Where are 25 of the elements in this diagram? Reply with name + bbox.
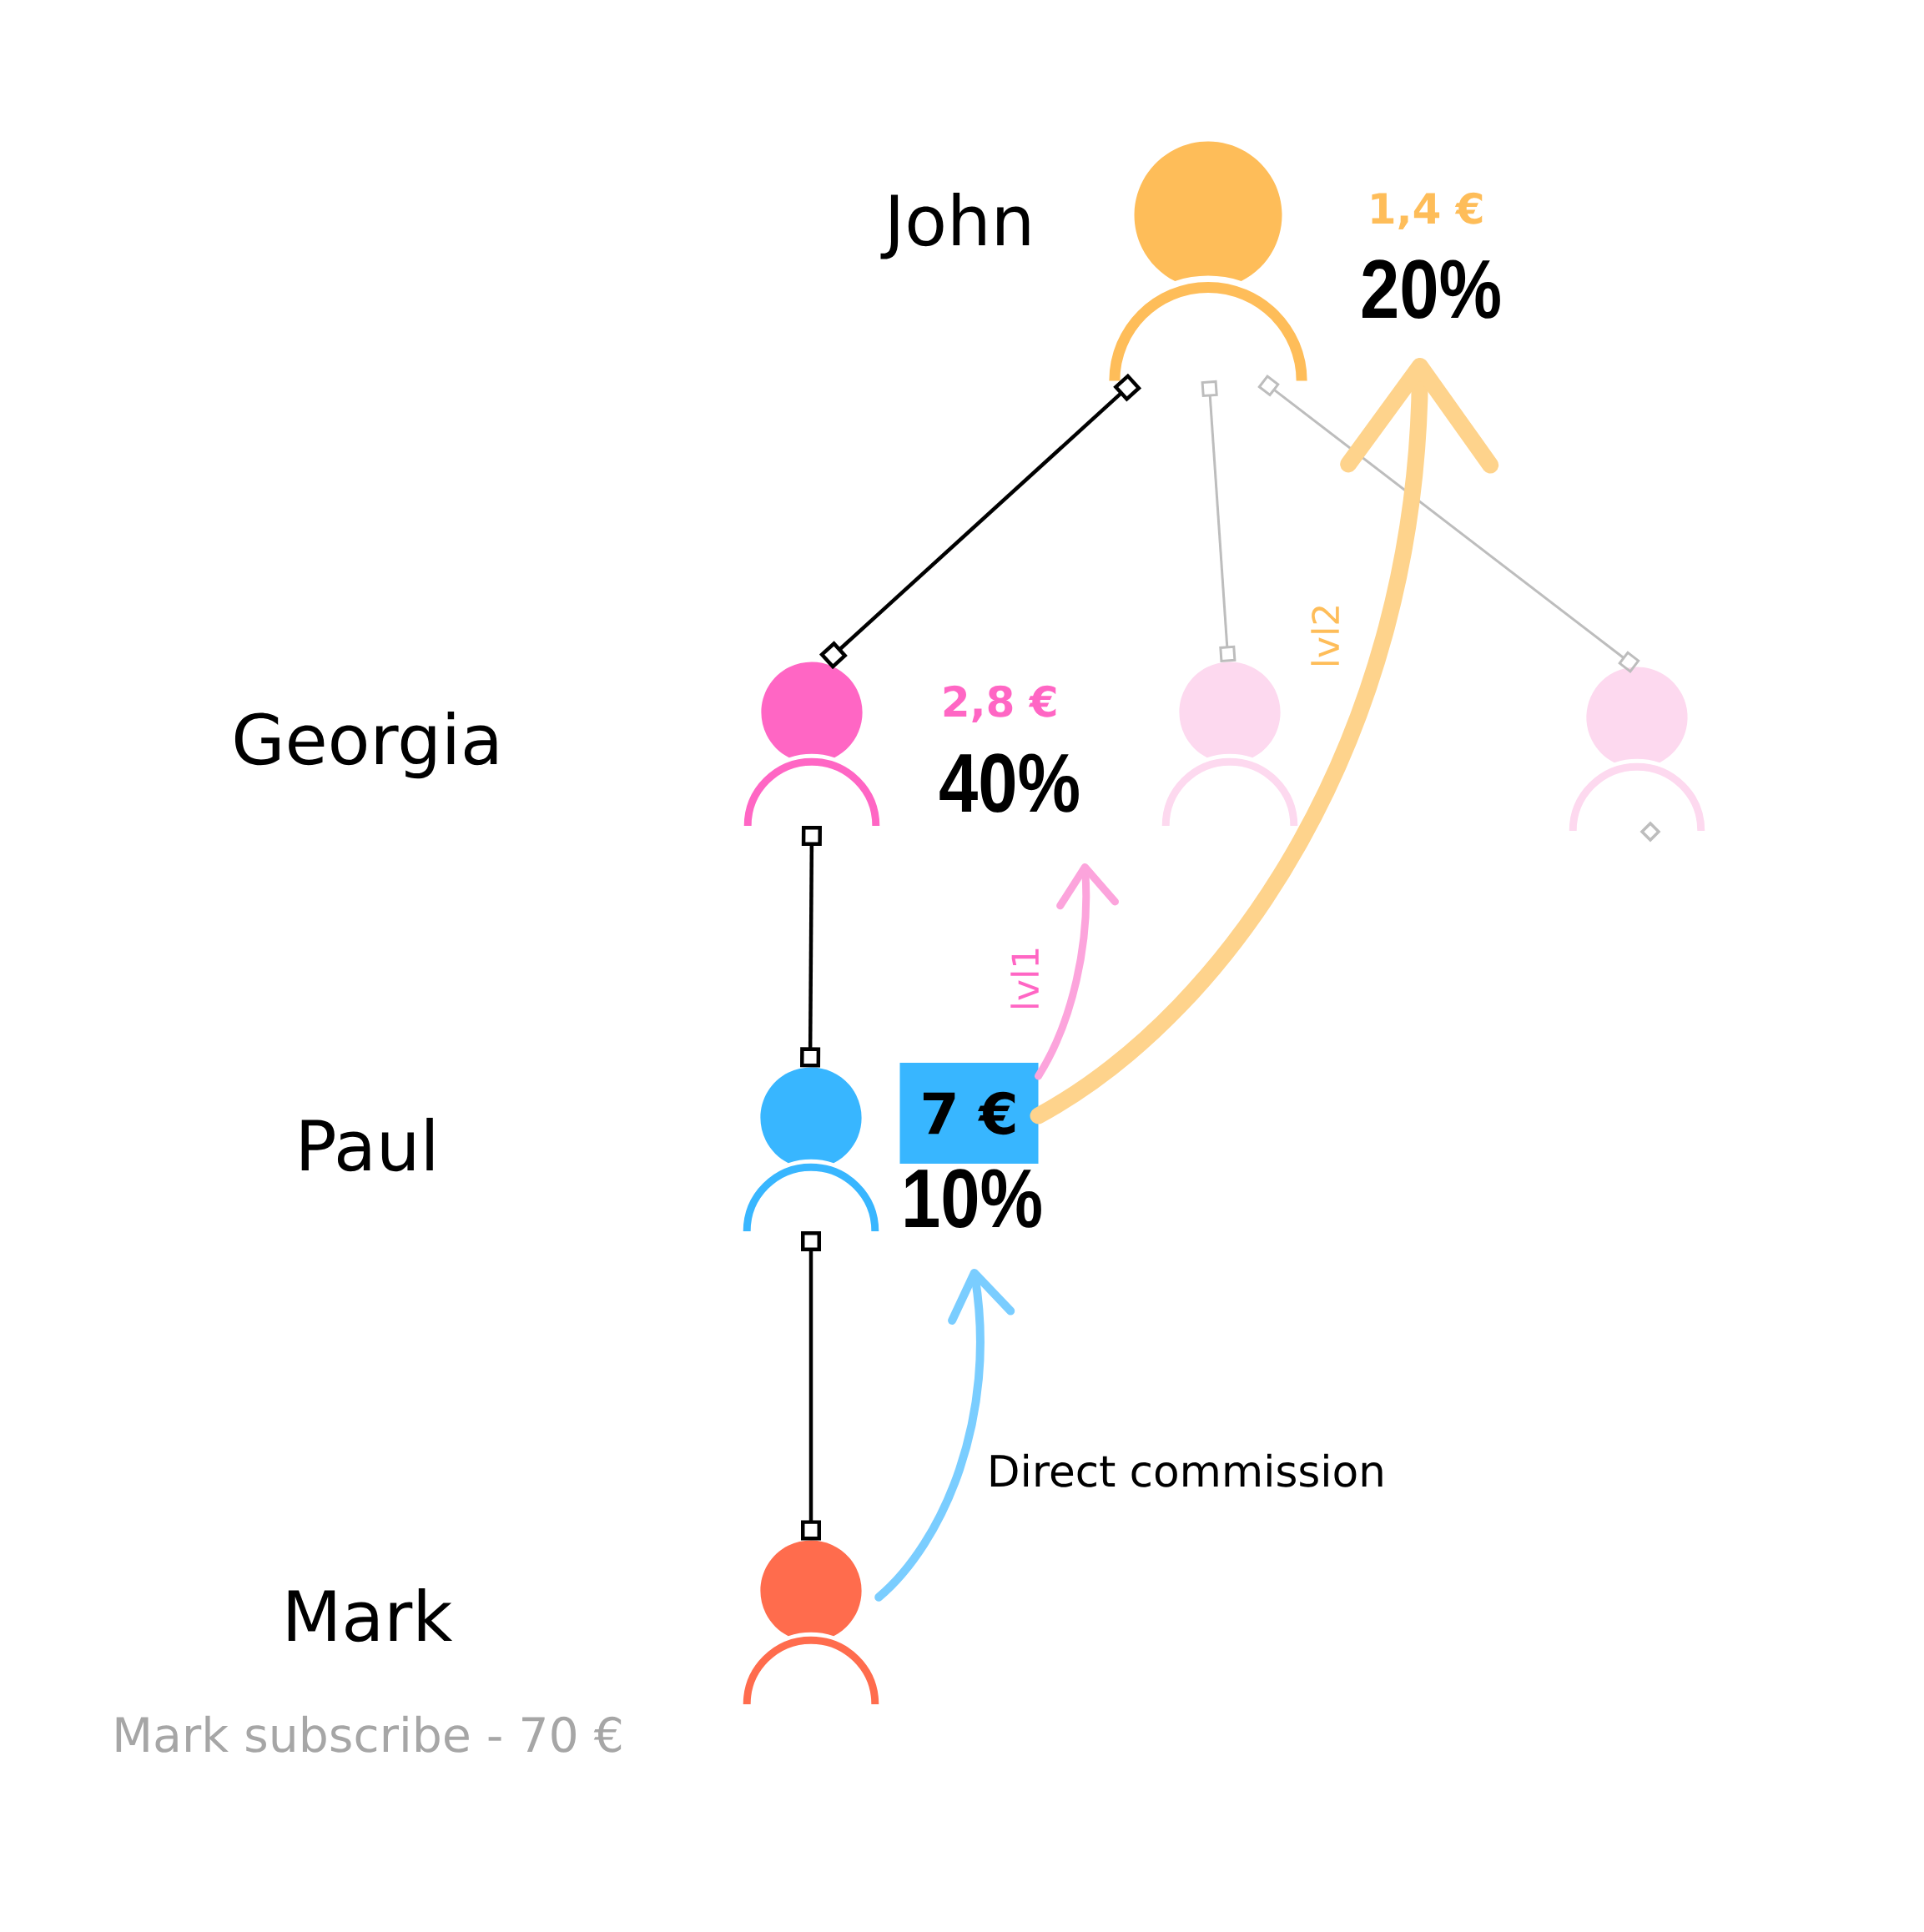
person-icon (1109, 141, 1307, 381)
person-name: Mark (288, 1587, 453, 1643)
person-icon (743, 1067, 879, 1232)
arrow (1035, 863, 1119, 1080)
person-icon (743, 662, 880, 827)
arrow (1030, 358, 1499, 1124)
percentage-text: 10% (905, 1169, 1041, 1228)
person-icon (1569, 667, 1705, 832)
note-text: Mark subscribe - 70 € (116, 1715, 622, 1753)
arrow (874, 1268, 1015, 1602)
person-icon (743, 1540, 879, 1705)
person-icon (1161, 662, 1298, 827)
person-name: Georgia (234, 711, 497, 779)
amount-text: 1,4 € (1372, 192, 1483, 230)
amount-box: 7 € (899, 1063, 1039, 1164)
edge-label: lvl1 (1007, 942, 1042, 1015)
edge-label: Direct commission (983, 1450, 1389, 1491)
person-name: Paul (301, 1117, 433, 1172)
amount-text: 2,8 € (944, 685, 1056, 723)
edge-label: lvl2 (1307, 599, 1342, 672)
person-name: John (880, 192, 1030, 259)
connector-line (801, 1231, 821, 1541)
percentage-text: 20% (1362, 259, 1500, 319)
percentage-text: 40% (939, 753, 1079, 813)
connector-line (800, 825, 822, 1068)
